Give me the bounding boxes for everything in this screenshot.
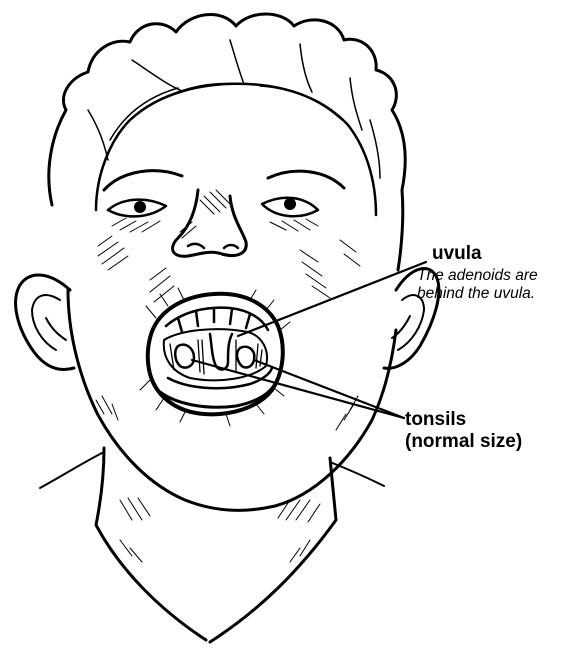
adenoids-note-line-2: behind the uvula. (417, 285, 538, 303)
right-eyebrow (268, 171, 344, 188)
shoulder-left (40, 452, 104, 488)
left-ear (16, 275, 74, 369)
adenoids-note: The adenoids are behind the uvula. (417, 267, 538, 303)
neck-shading (120, 498, 320, 562)
eye-shading (112, 218, 318, 232)
tonsils-label-line-2: (normal size) (405, 431, 522, 453)
left-ear-inner (32, 295, 66, 350)
hair-strands (88, 40, 380, 178)
face-outline (68, 290, 396, 510)
left-tonsil (175, 345, 194, 368)
nostrils (188, 244, 238, 248)
right-pupil (284, 198, 296, 210)
right-tonsil (237, 347, 254, 368)
adenoids-note-line-1: The adenoids are (417, 267, 538, 285)
nose-shading (180, 190, 230, 238)
shoulder-right (330, 462, 384, 486)
neck-left (96, 448, 206, 640)
right-ear-inner (392, 295, 424, 350)
left-eyebrow (104, 171, 182, 190)
uvula-leader-line (238, 262, 426, 336)
tonsils-leader-line-right (254, 360, 404, 418)
uvula (210, 334, 232, 369)
uvula-label: uvula (432, 243, 482, 265)
left-pupil (134, 201, 146, 213)
hair-inner-edge (96, 84, 376, 215)
tonsils-label: tonsils (normal size) (405, 409, 522, 453)
tonsils-label-line-1: tonsils (405, 409, 522, 431)
